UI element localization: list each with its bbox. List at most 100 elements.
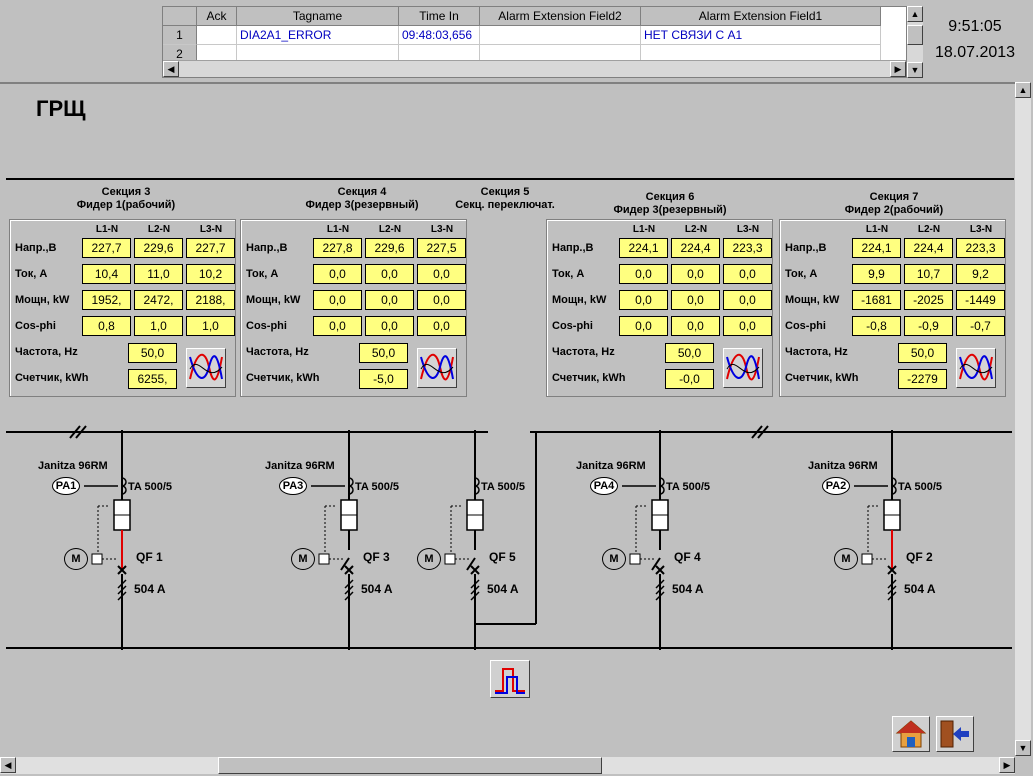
- row-label: Cos-phi: [15, 320, 56, 332]
- meter-value: -2279: [898, 369, 947, 389]
- alarm-tagname-cell[interactable]: DIA2A1_ERROR: [237, 26, 399, 45]
- alarm-ext2-cell[interactable]: [480, 26, 641, 45]
- value-field: -1681: [852, 290, 901, 310]
- freq-value: 50,0: [359, 343, 408, 363]
- phase-header: L2-N: [147, 224, 171, 235]
- col-ext1[interactable]: Alarm Extension Field1: [641, 7, 881, 26]
- scroll-left-icon[interactable]: ◀: [163, 61, 179, 77]
- ct-ratio-label: TA 500/5: [128, 481, 173, 493]
- meter-label: Счетчик, kWh: [552, 372, 626, 384]
- row-label: Ток, А: [246, 268, 279, 280]
- trend-button[interactable]: [186, 348, 226, 388]
- pulse-diagram-button[interactable]: [490, 660, 530, 698]
- freq-label: Частота, Hz: [552, 346, 615, 358]
- value-field: 0,0: [365, 316, 414, 336]
- meter-value: -5,0: [359, 369, 408, 389]
- value-field: 0,0: [417, 316, 466, 336]
- trend-button[interactable]: [723, 348, 763, 388]
- ammeter-symbol: PA4: [590, 477, 618, 495]
- motor-drive-icon: M: [64, 548, 88, 570]
- phase-header: L1-N: [632, 224, 656, 235]
- row-label: Ток, А: [785, 268, 818, 280]
- scroll-thumb[interactable]: [218, 757, 602, 774]
- scroll-down-icon[interactable]: ▼: [907, 62, 923, 78]
- trend-chart-icon: [959, 353, 993, 381]
- main-vscrollbar[interactable]: ▲ ▼: [1015, 82, 1031, 756]
- scroll-down-icon[interactable]: ▼: [1015, 740, 1031, 756]
- value-field: 0,0: [723, 290, 772, 310]
- alarm-time-cell[interactable]: 09:48:03,656: [399, 26, 480, 45]
- ammeter-symbol: PA2: [822, 477, 850, 495]
- value-field: 2188,: [186, 290, 235, 310]
- col-time-in[interactable]: Time In: [399, 7, 480, 26]
- alarm-vscrollbar[interactable]: ▲ ▼: [907, 6, 923, 78]
- clock-time: 9:51:05: [948, 18, 1002, 35]
- exit-button[interactable]: [936, 716, 974, 752]
- row-label: Мощн, kW: [552, 294, 607, 306]
- value-field: 227,7: [82, 238, 131, 258]
- alarm-grid[interactable]: Ack Tagname Time In Alarm Extension Fiel…: [162, 6, 907, 78]
- value-field: 224,1: [852, 238, 901, 258]
- value-field: 0,0: [417, 290, 466, 310]
- scroll-thumb[interactable]: [907, 25, 923, 45]
- value-field: 0,0: [619, 290, 668, 310]
- value-field: 0,0: [417, 264, 466, 284]
- feeder-symbol: [854, 430, 901, 650]
- ct-ratio-label: TA 500/5: [898, 481, 943, 493]
- scroll-right-icon[interactable]: ▶: [890, 61, 906, 77]
- scroll-right-icon[interactable]: ▶: [999, 757, 1015, 773]
- trend-button[interactable]: [417, 348, 457, 388]
- trend-chart-icon: [189, 353, 223, 381]
- scroll-left-icon[interactable]: ◀: [0, 757, 16, 773]
- rated-current-label: 504 A: [134, 582, 166, 596]
- motor-drive-icon: M: [834, 548, 858, 570]
- meter-label: Счетчик, kWh: [246, 372, 320, 384]
- value-field: 2472,: [134, 290, 183, 310]
- value-field: 224,4: [671, 238, 720, 258]
- col-ack[interactable]: Ack: [197, 7, 237, 26]
- alarm-ack-cell[interactable]: [197, 26, 237, 45]
- row-label: Ток, А: [552, 268, 585, 280]
- row-label: Мощн, kW: [246, 294, 301, 306]
- alarm-hscrollbar[interactable]: ◀ ▶: [163, 60, 906, 77]
- breaker-label: QF 2: [906, 550, 933, 564]
- scroll-up-icon[interactable]: ▲: [1015, 82, 1031, 98]
- feeder-symbol: [444, 430, 484, 650]
- phase-header: L3-N: [199, 224, 223, 235]
- meter-model-label: Janitza 96RM: [808, 460, 878, 472]
- value-field: 224,1: [619, 238, 668, 258]
- value-field: -2025: [904, 290, 953, 310]
- phase-header: L1-N: [326, 224, 350, 235]
- row-label: Cos-phi: [785, 320, 826, 332]
- value-field: 11,0: [134, 264, 183, 284]
- value-field: 10,4: [82, 264, 131, 284]
- meter-label: Счетчик, kWh: [785, 372, 859, 384]
- value-field: 1,0: [134, 316, 183, 336]
- col-ext2[interactable]: Alarm Extension Field2: [480, 7, 641, 26]
- value-field: 10,7: [904, 264, 953, 284]
- phase-header: L1-N: [865, 224, 889, 235]
- meter-value: 6255,: [128, 369, 177, 389]
- value-field: 0,0: [313, 316, 362, 336]
- scroll-up-icon[interactable]: ▲: [907, 6, 923, 22]
- alarm-ext1-cell[interactable]: НЕТ СВЯЗИ С А1: [641, 26, 881, 45]
- single-line-diagram: [6, 425, 1012, 649]
- value-field: 0,0: [671, 290, 720, 310]
- grid-corner: [163, 7, 197, 26]
- meter-value: -0,0: [665, 369, 714, 389]
- rated-current-label: 504 A: [487, 582, 519, 596]
- value-field: 223,3: [956, 238, 1005, 258]
- row-label: Мощн, kW: [15, 294, 70, 306]
- value-field: 227,7: [186, 238, 235, 258]
- freq-label: Частота, Hz: [785, 346, 848, 358]
- value-field: 0,0: [365, 290, 414, 310]
- value-field: 0,0: [671, 264, 720, 284]
- breaker-label: QF 1: [136, 550, 163, 564]
- trend-button[interactable]: [956, 348, 996, 388]
- home-button[interactable]: [892, 716, 930, 752]
- col-tagname[interactable]: Tagname: [237, 7, 399, 26]
- value-field: 0,0: [313, 290, 362, 310]
